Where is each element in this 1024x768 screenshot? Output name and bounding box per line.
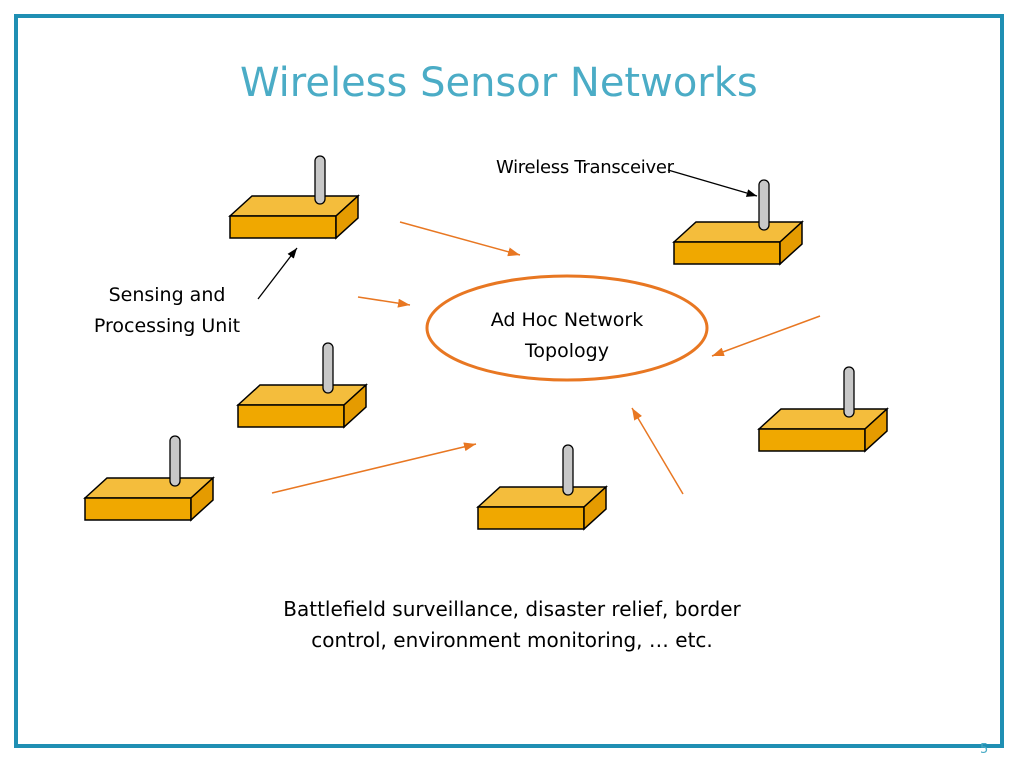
sensor-node-5 (476, 444, 608, 531)
sensor-node-6 (757, 366, 889, 453)
sensor-node-3 (236, 342, 368, 429)
node-front-face (673, 241, 781, 265)
adhoc-label-line-2: Topology (525, 340, 609, 362)
antenna-icon (322, 342, 334, 394)
arrow-sensing-to-topology (357, 296, 411, 308)
applications-line-1: Battlefield surveillance, disaster relie… (283, 597, 741, 621)
antenna-icon (562, 444, 574, 496)
arrow-node1-to-topology (399, 221, 521, 257)
applications-line-2: control, environment monitoring, … etc. (311, 628, 713, 652)
node-side-face (864, 407, 888, 453)
sensing-label-line-1: Sensing and (108, 284, 226, 306)
node-side-face (190, 476, 214, 522)
wireless-transceiver-label: Wireless Transceiver (496, 157, 674, 178)
arrow-bottomleft-to-topology (271, 442, 477, 494)
sensing-processing-unit-label: Sensing and Processing Unit (82, 280, 252, 342)
node-side-face (779, 220, 803, 266)
slide-title: Wireless Sensor Networks (240, 60, 758, 106)
node-front-face (229, 215, 337, 239)
slide-frame (14, 14, 1004, 748)
node-front-face (237, 404, 345, 428)
sensor-node-1 (228, 155, 360, 240)
node-side-face (343, 383, 367, 429)
adhoc-label-line-1: Ad Hoc Network (490, 309, 644, 331)
node-front-face (477, 506, 585, 530)
page-number: 5 (980, 742, 989, 757)
antenna-icon (169, 435, 181, 487)
node-side-face (583, 485, 607, 531)
arrow-bottomright-to-topology (631, 407, 684, 495)
ad-hoc-topology-ellipse (425, 274, 709, 382)
node-front-face (84, 497, 192, 521)
antenna-icon (843, 366, 855, 418)
arrow-sensing-label (257, 247, 298, 300)
arrow-transceiver-label (667, 169, 758, 197)
node-front-face (758, 428, 866, 452)
applications-caption: Battlefield surveillance, disaster relie… (262, 594, 762, 656)
antenna-icon (758, 179, 770, 231)
ad-hoc-topology-label: Ad Hoc Network Topology (470, 305, 664, 367)
sensor-node-2 (672, 179, 804, 266)
sensing-label-line-2: Processing Unit (93, 315, 241, 337)
antenna-icon (314, 155, 326, 205)
node-side-face (335, 194, 359, 240)
sensor-node-4 (83, 435, 215, 522)
arrow-right-to-topology (711, 315, 821, 357)
